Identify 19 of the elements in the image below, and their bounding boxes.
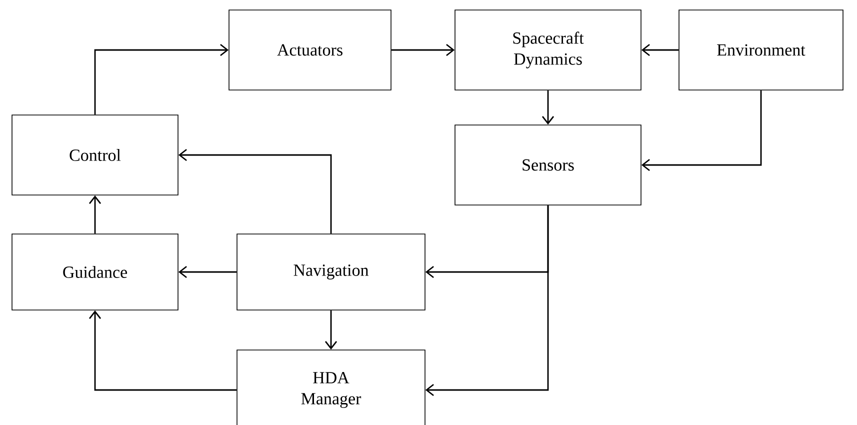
block-box: Guidance <box>12 234 178 310</box>
block-box: Spacecraft Dynamics <box>454 10 642 90</box>
arrow <box>641 90 762 172</box>
arrow <box>641 44 679 56</box>
arrow <box>178 148 332 234</box>
block-box: Sensors <box>454 124 642 206</box>
block-box: Control <box>12 114 178 196</box>
arrow <box>391 44 455 56</box>
arrow <box>94 44 229 115</box>
block-box: Environment <box>678 10 844 90</box>
block-box: Navigation <box>236 234 426 310</box>
arrow <box>88 310 237 391</box>
block-box: HDA Manager <box>236 350 426 425</box>
arrow <box>425 205 549 396</box>
arrow <box>88 195 102 234</box>
arrow <box>178 266 237 278</box>
arrow <box>542 90 554 125</box>
block-box: Actuators <box>228 10 392 90</box>
arrow <box>324 310 338 350</box>
